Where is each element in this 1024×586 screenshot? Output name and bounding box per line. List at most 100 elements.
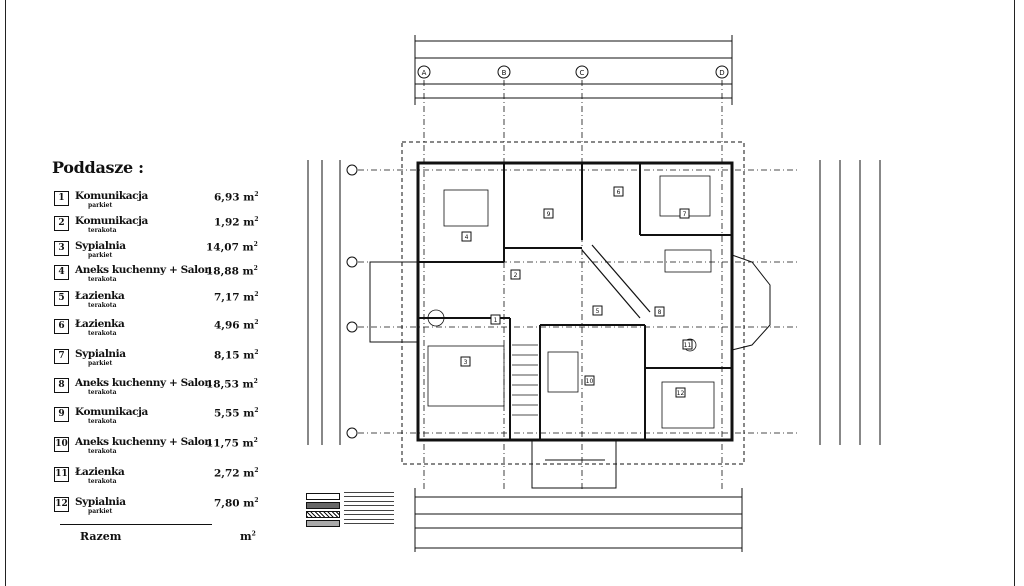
axis-marker-row: [346, 321, 358, 333]
room-tag: 8: [654, 306, 665, 317]
room-floor: terakota: [88, 448, 117, 455]
room-name: Aneks kuchenny + Salon: [75, 436, 212, 448]
svg-text:7: 7: [683, 211, 687, 218]
hatch-caption: [344, 519, 394, 524]
legend-rule: [60, 524, 212, 525]
hatch-row: [306, 501, 426, 510]
room-name: Komunikacja: [75, 406, 148, 418]
room-number: 8: [54, 378, 69, 393]
svg-text:5: 5: [596, 308, 600, 315]
room-name: Łazienka: [75, 466, 125, 478]
total-label: Razem: [80, 530, 122, 543]
room-name: Łazienka: [75, 290, 125, 302]
room-floor: parkiet: [88, 508, 113, 515]
room-entry: 11 Łazienka terakota 2,72 m2: [54, 466, 269, 494]
legend-title: Poddasze :: [52, 158, 144, 177]
room-number: 6: [54, 319, 69, 334]
hatch-row: [306, 510, 426, 519]
roof-outline: [401, 141, 745, 465]
room-number: 2: [54, 216, 69, 231]
svg-text:A: A: [422, 69, 427, 77]
room-name: Sypialnia: [75, 496, 126, 508]
page-frame-right: [1014, 0, 1015, 586]
room-number: 12: [54, 497, 69, 512]
room-name: Komunikacja: [75, 190, 148, 202]
room-name: Sypialnia: [75, 348, 126, 360]
axis-marker-row: [346, 427, 358, 439]
axis-marker-row: [346, 164, 358, 176]
room-entry: 6 Łazienka terakota 4,96 m2: [54, 318, 269, 346]
room-floor: terakota: [88, 418, 117, 425]
furniture: [427, 175, 715, 429]
room-tag: 1: [490, 314, 501, 325]
axis-marker: A: [417, 65, 431, 79]
room-floor: terakota: [88, 227, 117, 234]
svg-text:9: 9: [547, 211, 551, 218]
svg-text:6: 6: [617, 189, 621, 196]
room-entry: 5 Łazienka terakota 7,17 m2: [54, 290, 269, 318]
room-tag: 3: [460, 356, 471, 367]
room-entry: 4 Aneks kuchenny + Salon terakota 18,88 …: [54, 264, 269, 292]
room-number: 3: [54, 241, 69, 256]
room-name: Komunikacja: [75, 215, 148, 227]
room-tag: 10: [584, 375, 595, 386]
room-number: 7: [54, 349, 69, 364]
room-tag: 2: [510, 269, 521, 280]
hatch-swatch: [306, 502, 340, 509]
hatch-caption: [344, 510, 394, 515]
svg-text:B: B: [502, 69, 507, 77]
room-entry: 3 Sypialnia parkiet 14,07 m2: [54, 240, 269, 268]
axis-gridlines: [358, 80, 800, 490]
room-floor: terakota: [88, 302, 117, 309]
floor-plan: A B C D 1 2 3 4 5 6 7 8 9 10 11 12: [307, 35, 881, 552]
room-area: 2,72 m2: [214, 467, 259, 480]
room-floor: terakota: [88, 276, 117, 283]
room-tag: 12: [675, 387, 686, 398]
room-floor: parkiet: [88, 360, 113, 367]
hatch-row: [306, 492, 426, 501]
page-frame-left: [5, 0, 6, 586]
outer-walls: [416, 161, 734, 442]
room-floor: parkiet: [88, 202, 113, 209]
room-tag: 5: [592, 305, 603, 316]
room-area: 18,88 m2: [206, 265, 258, 278]
room-tag: 6: [613, 186, 624, 197]
room-entry: 9 Komunikacja terakota 5,55 m2: [54, 406, 269, 434]
room-floor: terakota: [88, 478, 117, 485]
room-number: 9: [54, 407, 69, 422]
room-area: 6,93 m2: [214, 191, 259, 204]
room-area: 18,53 m2: [206, 378, 258, 391]
room-name: Sypialnia: [75, 240, 126, 252]
svg-text:8: 8: [658, 309, 662, 316]
room-area: 7,17 m2: [214, 291, 259, 304]
room-number: 1: [54, 191, 69, 206]
svg-text:1: 1: [494, 317, 498, 324]
interior-walls: [418, 163, 732, 440]
room-number: 4: [54, 265, 69, 280]
svg-text:C: C: [580, 69, 585, 77]
room-tag: 4: [461, 231, 472, 242]
room-area: 7,80 m2: [214, 497, 259, 510]
room-entry: 10 Aneks kuchenny + Salon terakota 11,75…: [54, 436, 269, 464]
room-floor: terakota: [88, 389, 117, 396]
svg-text:3: 3: [464, 359, 468, 366]
room-tag: 7: [679, 208, 690, 219]
svg-text:11: 11: [684, 342, 692, 349]
room-name: Aneks kuchenny + Salon: [75, 264, 212, 276]
room-floor: parkiet: [88, 252, 113, 259]
axis-marker: B: [497, 65, 511, 79]
room-entry: 12 Sypialnia parkiet 7,80 m2: [54, 496, 269, 524]
room-name: Aneks kuchenny + Salon: [75, 377, 212, 389]
svg-text:2: 2: [514, 272, 518, 279]
room-entry: 8 Aneks kuchenny + Salon terakota 18,53 …: [54, 377, 269, 405]
wall-hatch-legend: [306, 492, 426, 528]
room-number: 5: [54, 291, 69, 306]
total-unit: m2: [240, 530, 256, 543]
room-entry: 1 Komunikacja parkiet 6,93 m2: [54, 190, 269, 218]
room-number: 11: [54, 467, 69, 482]
axis-marker: C: [575, 65, 589, 79]
hatch-row: [306, 519, 426, 528]
room-area: 8,15 m2: [214, 349, 259, 362]
room-area: 14,07 m2: [206, 241, 258, 254]
chimney: [581, 244, 651, 319]
